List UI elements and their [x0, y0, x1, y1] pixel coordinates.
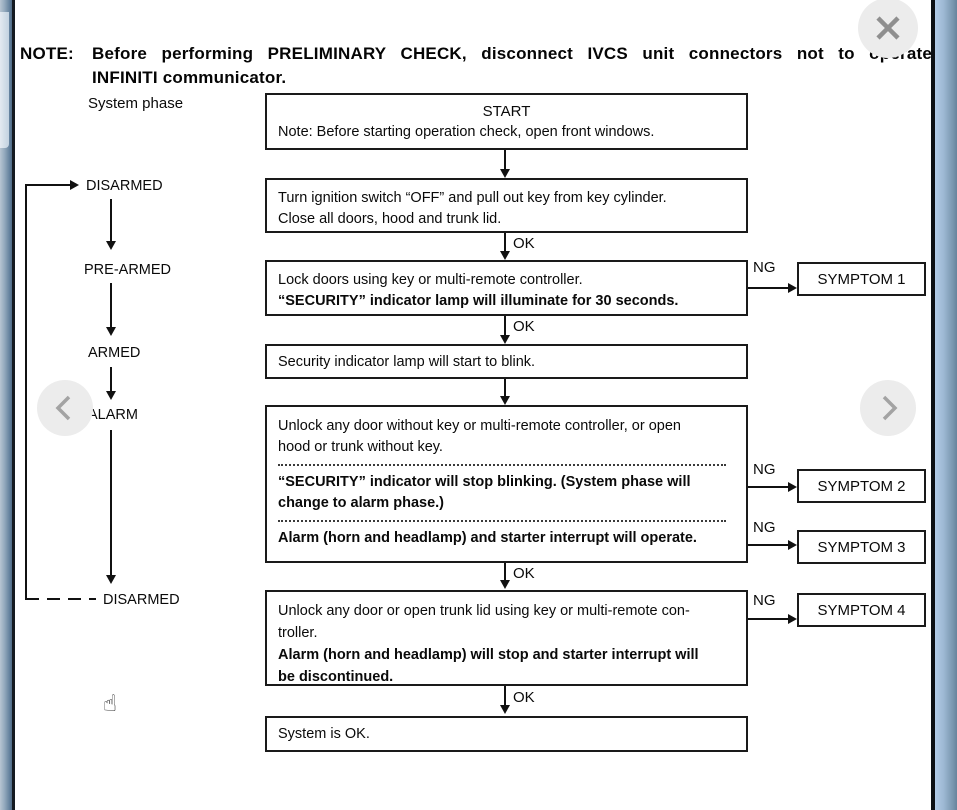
- result-box: System is OK.: [265, 716, 748, 752]
- loop-return-line: [25, 184, 27, 600]
- ng-connector-arrowhead: [788, 283, 797, 293]
- ok-label: OK: [513, 565, 535, 582]
- phase-arrowhead: [106, 391, 116, 400]
- ng-connector-line: [748, 618, 789, 620]
- unlock-box-line3: Alarm (horn and headlamp) will stop and …: [278, 647, 699, 663]
- ng-label: NG: [753, 592, 776, 609]
- phase-pre-armed: PRE-ARMED: [84, 262, 172, 278]
- start-box-note: Note: Before starting operation check, o…: [278, 124, 655, 140]
- ng-label: NG: [753, 259, 776, 276]
- phase-arrowhead: [106, 575, 116, 584]
- unlock-box-line2: troller.: [278, 625, 318, 641]
- symptom-4-box: SYMPTOM 4: [797, 593, 926, 627]
- alarm-box-sec2-line1: “SECURITY” indicator will stop blinking.…: [278, 474, 691, 490]
- ng-connector-arrowhead: [788, 540, 797, 550]
- symptom-3-label: SYMPTOM 3: [817, 538, 906, 556]
- phase-arrowhead: [106, 241, 116, 250]
- loop-entry-arrowhead: [70, 180, 79, 190]
- connector-arrowhead: [500, 580, 510, 589]
- connector-line: [504, 316, 506, 335]
- connector-arrowhead: [500, 169, 510, 178]
- chevron-right-icon: [882, 395, 898, 421]
- ng-connector-arrowhead: [788, 482, 797, 492]
- symptom-3-box: SYMPTOM 3: [797, 530, 926, 564]
- ignition-box-line2: Close all doors, hood and trunk lid.: [278, 211, 502, 227]
- phase-arrow-line: [110, 430, 112, 575]
- connector-line: [504, 686, 506, 706]
- next-image-button[interactable]: [860, 380, 916, 436]
- alarm-box-sec2-line2: change to alarm phase.): [278, 495, 444, 511]
- unlock-box-line1: Unlock any door or open trunk lid using …: [278, 603, 690, 619]
- phase-disarmed-top: DISARMED: [86, 178, 163, 194]
- connector-arrowhead: [500, 251, 510, 260]
- loop-entry-line: [26, 184, 70, 186]
- ng-connector-line: [748, 287, 789, 289]
- hand-cursor-icon: ☝: [103, 691, 118, 717]
- connector-line: [504, 233, 506, 252]
- ignition-box-line1: Turn ignition switch “OFF” and pull out …: [278, 190, 667, 206]
- phase-arrow-line: [110, 367, 112, 391]
- left-page-edge-highlight: [0, 12, 9, 148]
- previous-image-button[interactable]: [37, 380, 93, 436]
- phase-arrow-line: [110, 283, 112, 327]
- alarm-box-sec3-line1: Alarm (horn and headlamp) and starter in…: [278, 530, 697, 546]
- symptom-2-label: SYMPTOM 2: [817, 477, 906, 495]
- unlock-box-line4: be discontinued.: [278, 669, 394, 685]
- left-page-edge: [0, 0, 13, 810]
- right-page-edge: [935, 0, 957, 810]
- lock-box: Lock doors using key or multi-remote con…: [265, 260, 748, 316]
- symptom-1-label: SYMPTOM 1: [817, 270, 906, 288]
- ignition-box: Turn ignition switch “OFF” and pull out …: [265, 178, 748, 233]
- alarm-box-sec1-line1: Unlock any door without key or multi-rem…: [278, 418, 681, 434]
- chevron-left-icon: [55, 395, 71, 421]
- dotted-separator: [278, 464, 726, 466]
- unlock-box: Unlock any door or open trunk lid using …: [265, 590, 748, 686]
- right-page-border: [931, 0, 935, 810]
- ng-connector-arrowhead: [788, 614, 797, 624]
- lock-box-line2: “SECURITY” indicator lamp will illuminat…: [278, 293, 679, 309]
- connector-arrowhead: [500, 396, 510, 405]
- connector-line: [504, 150, 506, 170]
- close-icon: [876, 16, 900, 40]
- note-line1: Before performing PRELIMINARY CHECK, dis…: [92, 44, 932, 63]
- blink-box: Security indicator lamp will start to bl…: [265, 344, 748, 379]
- ng-label: NG: [753, 461, 776, 478]
- note-heading: NOTE: Before performing PRELIMINARY CHEC…: [20, 42, 932, 90]
- symptom-4-label: SYMPTOM 4: [817, 601, 906, 619]
- phase-arrowhead: [106, 327, 116, 336]
- note-label: NOTE:: [20, 44, 74, 63]
- connector-line: [504, 379, 506, 397]
- result-box-line1: System is OK.: [278, 726, 370, 742]
- ok-label: OK: [513, 689, 535, 706]
- symptom-1-box: SYMPTOM 1: [797, 262, 926, 296]
- connector-line: [504, 563, 506, 581]
- start-box-title: START: [482, 103, 531, 120]
- phase-disarmed-bottom: DISARMED: [103, 592, 180, 608]
- close-button[interactable]: [858, 0, 918, 58]
- phase-alarm: ALARM: [88, 407, 138, 423]
- connector-arrowhead: [500, 705, 510, 714]
- connector-arrowhead: [500, 335, 510, 344]
- phase-armed: ARMED: [88, 345, 141, 361]
- ok-label: OK: [513, 235, 535, 252]
- lock-box-line1: Lock doors using key or multi-remote con…: [278, 272, 583, 288]
- ng-connector-line: [748, 486, 789, 488]
- note-line2: INFINITI communicator.: [92, 68, 287, 87]
- dotted-separator: [278, 520, 726, 522]
- alarm-box: Unlock any door without key or multi-rem…: [265, 405, 748, 563]
- loop-dashed-line: [26, 598, 96, 600]
- system-phase-label: System phase: [88, 95, 184, 112]
- blink-box-line1: Security indicator lamp will start to bl…: [278, 354, 536, 370]
- ok-label: OK: [513, 318, 535, 335]
- alarm-box-sec1-line2: hood or trunk without key.: [278, 439, 443, 455]
- symptom-2-box: SYMPTOM 2: [797, 469, 926, 503]
- phase-arrow-line: [110, 199, 112, 241]
- left-page-border: [12, 0, 15, 810]
- ng-connector-line: [748, 544, 789, 546]
- start-box: START Note: Before starting operation ch…: [265, 93, 748, 150]
- ng-label: NG: [753, 519, 776, 536]
